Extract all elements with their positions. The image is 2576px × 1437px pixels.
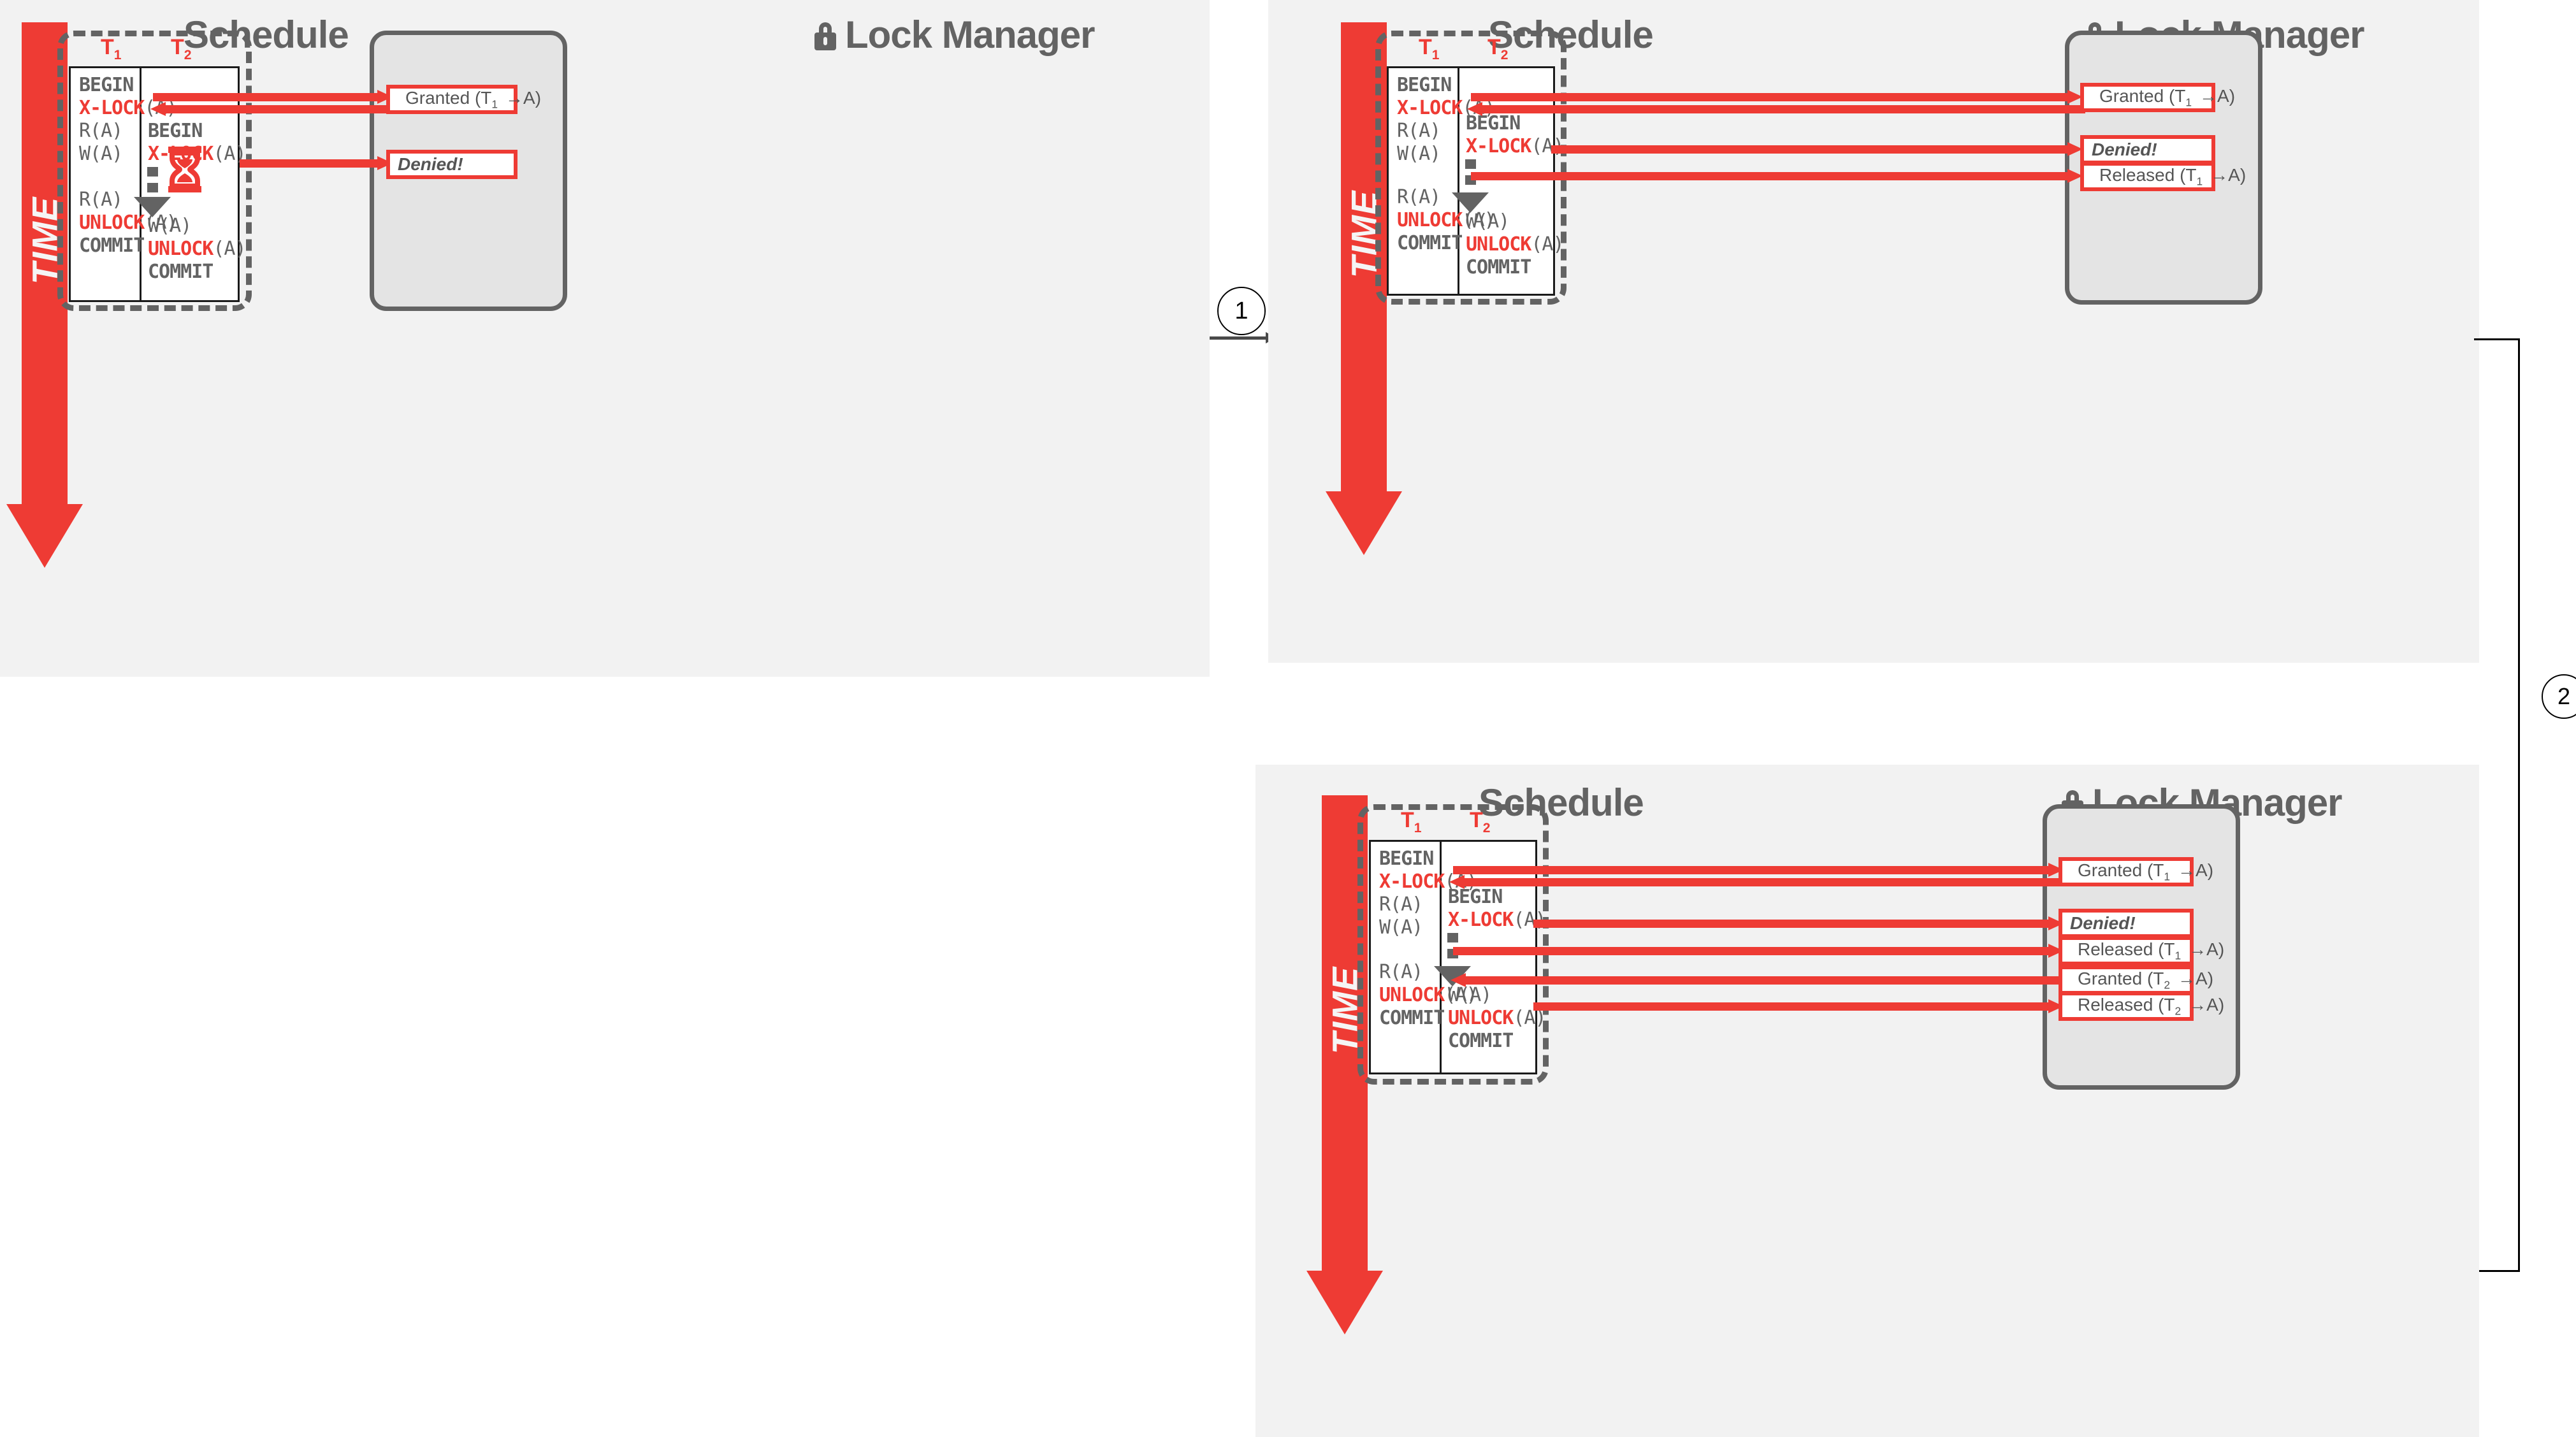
p1-arrow-granted-t1: [150, 102, 395, 116]
p1-t2-op-4: UNLOCK(A): [148, 238, 247, 260]
p3-message-granted-t2: Granted (T2→A): [2059, 965, 2213, 995]
p3-t2-op-3: W(A): [1448, 984, 1492, 1006]
p2-t1-op-1: BEGIN: [1397, 74, 1452, 96]
panel-3-t1-header: T1: [1401, 808, 1422, 835]
p2-t1-op-4: W(A): [1397, 143, 1441, 165]
lock-icon: [814, 22, 836, 50]
step-2-line-right: [2518, 338, 2520, 1272]
p2-arrow-request-t2: [1551, 142, 2083, 156]
p1-t1-op-3: R(A): [79, 120, 123, 142]
p1-hourglass-icon: [167, 147, 203, 196]
step-1-badge: 1: [1217, 287, 1266, 335]
p3-t1-op-1: BEGIN: [1379, 848, 1434, 870]
panel-2-schedule-box: [1375, 31, 1567, 305]
p3-t2-op-4: UNLOCK(A): [1448, 1007, 1547, 1029]
panel-1-schedule-box: [57, 31, 252, 311]
p1-message-denied: Denied!: [386, 150, 517, 179]
panel-1-lock-manager-box: [370, 31, 567, 311]
panel-3-schedule-box: [1357, 804, 1549, 1085]
p1-t2-op-1: BEGIN: [148, 120, 203, 142]
panel-3: Schedule Lock Manager TIME T1 T2 BEGIN X…: [1255, 765, 2479, 1437]
p3-t2-op-1: BEGIN: [1448, 886, 1503, 908]
p2-arrow-request-t1: [1471, 90, 2083, 104]
lock-manager-label: Lock Manager: [845, 13, 1095, 56]
p1-t1-op-1: BEGIN: [79, 74, 134, 96]
panel-2-t2-header: T2: [1487, 35, 1509, 62]
p2-t2-op-4: UNLOCK(A): [1466, 233, 1565, 256]
p3-arrow-request-t2: [1533, 916, 2064, 930]
p3-arrow-granted-t2: [1451, 973, 2064, 987]
p2-t2-op-2: X-LOCK(A): [1466, 135, 1565, 157]
p2-message-granted-t1: Granted (T1→A): [2080, 83, 2235, 112]
p1-t1-op-4: W(A): [79, 143, 123, 165]
p2-message-denied: Denied!: [2080, 135, 2215, 164]
panel-1-t1-header: T1: [101, 35, 122, 62]
p2-message-released-t1: Released (T1→A): [2080, 162, 2246, 191]
p2-t1-op-7: COMMIT: [1397, 232, 1463, 254]
p3-message-released-t1: Released (T1→A): [2059, 936, 2224, 965]
p1-message-granted-t1: Granted (T1→A): [386, 85, 541, 114]
p3-message-denied: Denied!: [2059, 909, 2194, 938]
p3-t1-op-4: W(A): [1379, 916, 1423, 939]
p3-t1-op-7: COMMIT: [1379, 1007, 1445, 1029]
p1-t2-op-3: W(A): [148, 215, 192, 237]
p2-arrow-granted-t1: [1467, 102, 2085, 116]
p1-t1-op-7: COMMIT: [79, 235, 145, 257]
p3-t2-op-5: COMMIT: [1448, 1030, 1514, 1052]
p3-arrow-release-t2: [1533, 999, 2064, 1013]
p3-t2-op-2: X-LOCK(A): [1448, 909, 1547, 931]
panel-3-schedule-title: Schedule: [1479, 781, 1644, 824]
p2-waiting-arrow-icon: [1452, 159, 1489, 213]
p1-arrow-request-t2: [240, 156, 393, 170]
p2-t1-op-3: R(A): [1397, 120, 1441, 142]
p1-t2-op-5: COMMIT: [148, 261, 213, 283]
p2-t2-op-3: W(A): [1466, 210, 1510, 233]
step-2-line-bottom: [2461, 1270, 2520, 1272]
step-2-line-top: [2474, 338, 2520, 340]
p3-t1-op-3: R(A): [1379, 893, 1423, 916]
panel-1: Schedule Lock Manager TIME T1 T2 BEGIN X…: [0, 0, 1210, 677]
p2-arrow-release-t1: [1471, 169, 2083, 183]
p3-arrow-granted-t1: [1449, 875, 2064, 889]
panel-1-t2-header: T2: [171, 35, 192, 62]
panel-2: Schedule Lock Manager TIME T1 T2 BEGIN X…: [1268, 0, 2479, 663]
p3-t1-op-5: R(A): [1379, 961, 1423, 983]
p3-message-released-t2: Released (T2→A): [2059, 992, 2224, 1021]
p3-message-granted-t1: Granted (T1→A): [2059, 857, 2213, 886]
p2-t2-op-5: COMMIT: [1466, 256, 1531, 278]
step-1-connector-line: [1210, 336, 1267, 340]
step-2-badge: 2: [2542, 674, 2576, 719]
panel-2-t1-header: T1: [1419, 35, 1440, 62]
p3-arrow-release-t1: [1453, 944, 2064, 958]
panel-1-lock-manager-title: Lock Manager: [814, 13, 1095, 57]
p2-t1-op-5: R(A): [1397, 186, 1441, 208]
p1-waiting-arrow-icon: [134, 167, 171, 217]
panel-3-t2-header: T2: [1470, 808, 1491, 835]
p3-t1-op-6: UNLOCK(A): [1379, 984, 1478, 1006]
p1-t1-op-5: R(A): [79, 189, 123, 211]
